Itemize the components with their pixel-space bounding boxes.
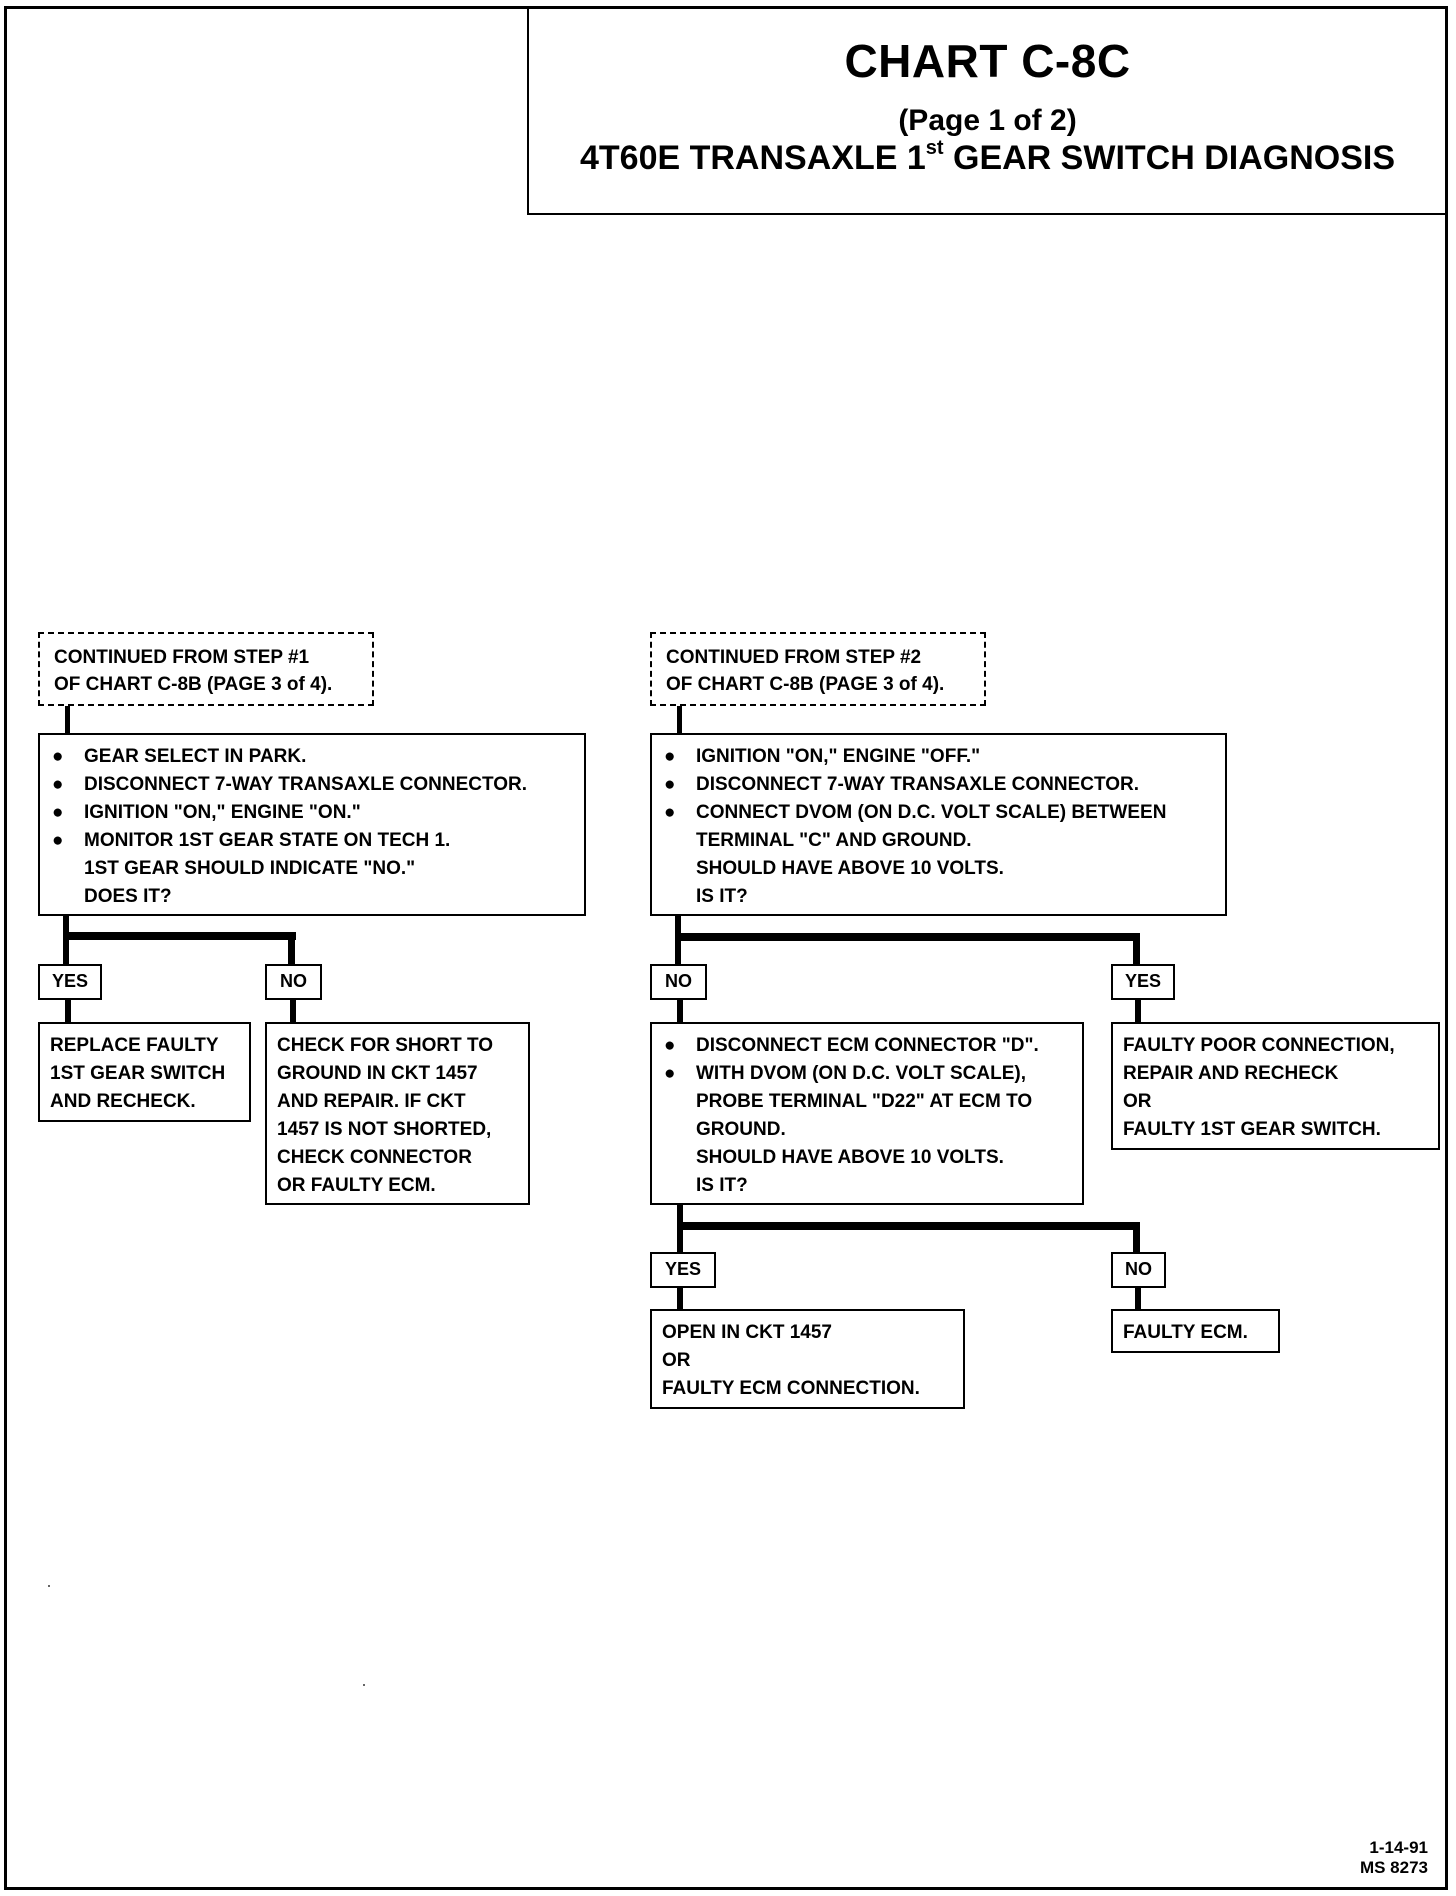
connector <box>65 706 70 734</box>
result-line: FAULTY ECM. <box>1123 1322 1248 1343</box>
connector <box>677 1000 683 1024</box>
right-sub-no-label: NO <box>1111 1252 1166 1288</box>
right-step-bullet: ●IGNITION "ON," ENGINE "OFF." <box>664 746 981 767</box>
connector <box>677 1222 1140 1230</box>
right-step-continuation: TERMINAL "C" AND GROUND. <box>696 830 972 851</box>
chart-title: CHART C-8C <box>844 35 1131 87</box>
result-line: OR <box>662 1350 691 1371</box>
result-line: OR FAULTY ECM. <box>277 1175 436 1196</box>
right-step-box: ●IGNITION "ON," ENGINE "OFF." ●DISCONNEC… <box>650 733 1227 916</box>
page-border <box>4 6 1448 1890</box>
right-step-bullet: ●CONNECT DVOM (ON D.C. VOLT SCALE) BETWE… <box>664 802 1167 823</box>
right-no-label: NO <box>650 964 707 1000</box>
left-step-bullet: ●MONITOR 1ST GEAR STATE ON TECH 1. <box>52 830 451 851</box>
right-no-step-box: ●DISCONNECT ECM CONNECTOR "D". ●WITH DVO… <box>650 1022 1084 1205</box>
right-step-bullet: ●DISCONNECT 7-WAY TRANSAXLE CONNECTOR. <box>664 774 1140 795</box>
footer-date: 1-14-91 <box>1369 1838 1428 1857</box>
left-step-box: ●GEAR SELECT IN PARK. ●DISCONNECT 7-WAY … <box>38 733 586 916</box>
left-yes-label: YES <box>38 964 102 1000</box>
connector <box>1133 933 1140 966</box>
left-yes-result-box: REPLACE FAULTY 1ST GEAR SWITCH AND RECHE… <box>38 1022 251 1122</box>
right-no-step-continuation: PROBE TERMINAL "D22" AT ECM TO <box>696 1091 1033 1112</box>
result-line: REPLACE FAULTY <box>50 1035 219 1056</box>
scan-speck <box>48 1585 50 1587</box>
connector <box>65 1000 71 1024</box>
result-line: FAULTY 1ST GEAR SWITCH. <box>1123 1119 1381 1140</box>
chart-subtitle: 4T60E TRANSAXLE 1st GEAR SWITCH DIAGNOSI… <box>529 137 1446 178</box>
result-line: FAULTY ECM CONNECTION. <box>662 1378 920 1399</box>
right-step-continuation: SHOULD HAVE ABOVE 10 VOLTS. <box>696 858 1004 879</box>
right-yes-label: YES <box>1111 964 1175 1000</box>
result-line: OR <box>1123 1091 1152 1112</box>
connector <box>677 706 682 734</box>
right-no-step-continuation: SHOULD HAVE ABOVE 10 VOLTS. <box>696 1147 1004 1168</box>
result-line: GROUND IN CKT 1457 <box>277 1063 478 1084</box>
connector <box>63 916 69 966</box>
connector <box>290 1000 296 1024</box>
left-step-bullet: ●GEAR SELECT IN PARK. <box>52 746 307 767</box>
left-continued-line: OF CHART C-8B (PAGE 3 of 4). <box>54 674 333 695</box>
connector <box>1135 1000 1141 1024</box>
result-line: CHECK CONNECTOR <box>277 1147 472 1168</box>
subtitle-post: GEAR SWITCH DIAGNOSIS <box>943 139 1396 177</box>
right-no-step-bullet: ●DISCONNECT ECM CONNECTOR "D". <box>664 1035 1039 1056</box>
right-step-continuation: IS IT? <box>696 886 748 907</box>
result-line: OPEN IN CKT 1457 <box>662 1322 832 1343</box>
right-sub-yes-label: YES <box>650 1252 716 1288</box>
connector <box>63 932 296 940</box>
left-step-continuation: DOES IT? <box>84 886 172 907</box>
chart-page-indicator: (Page 1 of 2) <box>898 104 1077 137</box>
left-continued-line: CONTINUED FROM STEP #1 <box>54 647 310 668</box>
left-step-bullet: ●DISCONNECT 7-WAY TRANSAXLE CONNECTOR. <box>52 774 528 795</box>
left-continued-box: CONTINUED FROM STEP #1 OF CHART C-8B (PA… <box>38 632 374 706</box>
subtitle-pre: 4T60E TRANSAXLE 1 <box>579 139 926 177</box>
right-no-step-bullet: ●WITH DVOM (ON D.C. VOLT SCALE), <box>664 1063 1027 1084</box>
connector <box>675 916 681 966</box>
connector <box>675 933 1140 941</box>
right-yes-result-box: FAULTY POOR CONNECTION, REPAIR AND RECHE… <box>1111 1022 1440 1150</box>
right-sub-yes-result-box: OPEN IN CKT 1457 OR FAULTY ECM CONNECTIO… <box>650 1309 965 1409</box>
left-step-bullet: ●IGNITION "ON," ENGINE "ON." <box>52 802 361 823</box>
connector <box>677 1288 683 1311</box>
right-continued-line: OF CHART C-8B (PAGE 3 of 4). <box>666 674 945 695</box>
right-continued-line: CONTINUED FROM STEP #2 <box>666 647 922 668</box>
right-sub-no-result-box: FAULTY ECM. <box>1111 1309 1280 1353</box>
footer-ref: 1-14-91 MS 8273 <box>1360 1838 1428 1878</box>
footer-code: MS 8273 <box>1359 1858 1428 1877</box>
left-no-label: NO <box>265 964 322 1000</box>
right-continued-box: CONTINUED FROM STEP #2 OF CHART C-8B (PA… <box>650 632 986 706</box>
connector <box>288 932 295 966</box>
subtitle-sup: st <box>925 137 944 159</box>
connector <box>1135 1288 1141 1311</box>
left-step-continuation: 1ST GEAR SHOULD INDICATE "NO." <box>84 858 416 879</box>
right-no-step-continuation: GROUND. <box>696 1119 786 1140</box>
result-line: AND RECHECK. <box>50 1091 196 1112</box>
title-box: CHART C-8C (Page 1 of 2) 4T60E TRANSAXLE… <box>527 6 1448 215</box>
scan-speck <box>363 1684 365 1686</box>
result-line: 1ST GEAR SWITCH <box>50 1063 226 1084</box>
connector <box>1133 1222 1140 1253</box>
left-no-result-box: CHECK FOR SHORT TO GROUND IN CKT 1457 AN… <box>265 1022 530 1205</box>
right-no-step-continuation: IS IT? <box>696 1175 748 1196</box>
result-line: CHECK FOR SHORT TO <box>277 1035 494 1056</box>
result-line: AND REPAIR. IF CKT <box>277 1091 466 1112</box>
result-line: 1457 IS NOT SHORTED, <box>277 1119 492 1140</box>
result-line: REPAIR AND RECHECK <box>1123 1063 1339 1084</box>
result-line: FAULTY POOR CONNECTION, <box>1123 1035 1395 1056</box>
